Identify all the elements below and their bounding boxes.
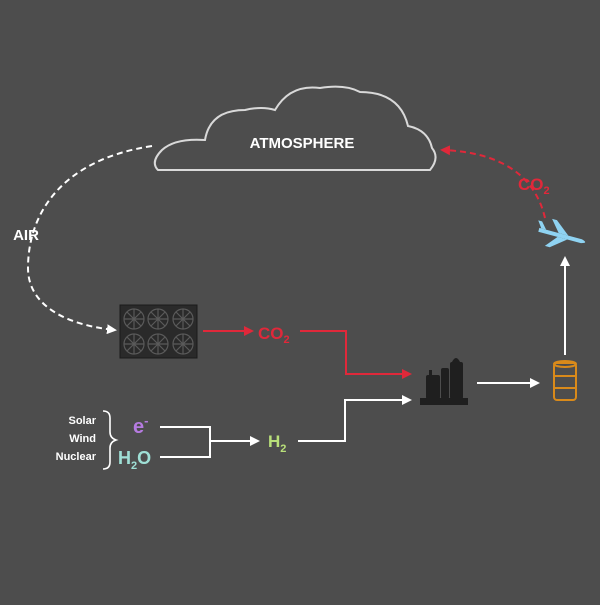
water-label: H2O	[118, 448, 151, 472]
fuel-barrel-icon	[553, 360, 577, 401]
co2-emission-arrow	[440, 145, 546, 219]
co2-capture-label: CO2	[258, 324, 290, 346]
co2-to-refinery-arrow	[300, 330, 412, 379]
cloud-icon	[153, 85, 437, 171]
hydrogen-label: H2	[268, 432, 286, 455]
air-label: AIR	[13, 227, 39, 244]
air-capture-unit-icon	[119, 304, 198, 359]
electron-label: e-	[133, 413, 148, 438]
electrolysis-merge-lines	[160, 426, 211, 458]
source-nuclear: Nuclear	[56, 451, 97, 463]
refinery-icon	[420, 358, 468, 405]
atmosphere-label: ATMOSPHERE	[250, 135, 355, 152]
source-wind: Wind	[69, 433, 96, 445]
airplane-icon	[538, 218, 586, 248]
source-solar: Solar	[68, 415, 96, 427]
co2-emission-label: CO2	[518, 175, 550, 197]
hydrogen-to-refinery-arrow	[298, 395, 412, 442]
air-flow-arrow	[26, 145, 153, 335]
sources-brace	[102, 410, 119, 470]
